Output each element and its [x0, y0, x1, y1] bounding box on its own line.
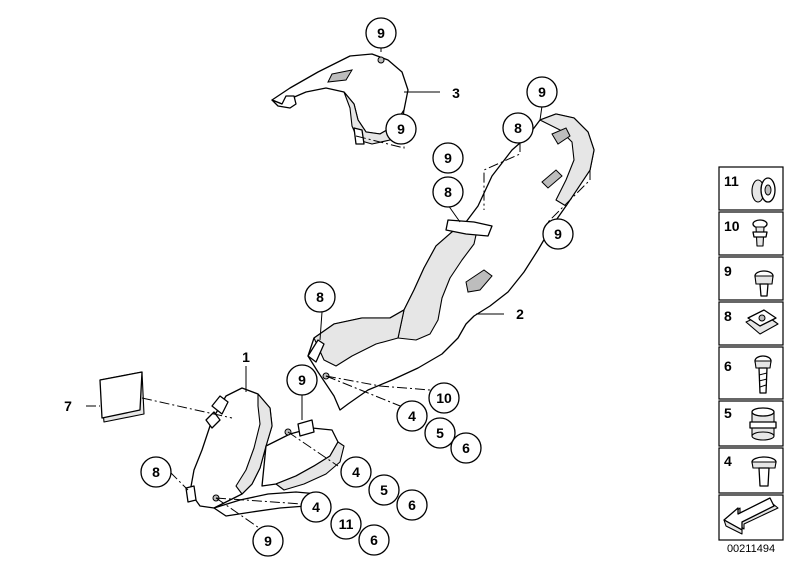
svg-text:9: 9: [554, 226, 562, 242]
callout-9: 9: [385, 113, 417, 145]
callout-8: 8: [502, 112, 534, 144]
svg-text:6: 6: [724, 358, 732, 374]
legend-item-9: 9: [718, 256, 784, 301]
svg-text:2: 2: [516, 306, 524, 322]
callout-5: 5: [368, 474, 400, 506]
rubber-bushing-icon: [749, 407, 777, 441]
callout-6: 6: [396, 489, 428, 521]
svg-text:3: 3: [452, 85, 460, 101]
callout-9: 9: [252, 525, 284, 557]
rubber-grommet-icon: [751, 177, 776, 203]
callout-8: 8: [304, 281, 336, 313]
svg-text:11: 11: [339, 516, 354, 532]
long-screw-icon: [754, 355, 772, 394]
callout-3: 3: [452, 85, 460, 101]
svg-text:6: 6: [462, 440, 470, 456]
svg-text:5: 5: [436, 425, 444, 441]
callout-9: 9: [432, 142, 464, 174]
arrow-left-icon[interactable]: [723, 497, 779, 535]
part-7-pad: [99, 371, 145, 423]
document-number: 00211494: [727, 543, 775, 555]
callout-9: 9: [526, 76, 558, 108]
legend-item-10: 10: [718, 211, 784, 256]
svg-text:9: 9: [444, 150, 452, 166]
callout-8: 8: [432, 176, 464, 208]
svg-text:11: 11: [724, 173, 739, 189]
svg-text:1: 1: [242, 349, 250, 365]
flat-washer-screw-icon: [751, 456, 777, 487]
svg-text:10: 10: [724, 218, 740, 234]
navigation-arrow-box[interactable]: [718, 494, 784, 541]
expanding-rivet-icon: [752, 219, 768, 247]
svg-text:4: 4: [312, 499, 320, 515]
legend-item-5: 5: [718, 400, 784, 447]
svg-text:8: 8: [724, 308, 732, 324]
svg-text:8: 8: [316, 289, 324, 305]
svg-text:6: 6: [408, 497, 416, 513]
leader-lines: [86, 46, 591, 531]
callout-10: 10: [428, 382, 460, 414]
parts-legend: 11 10 9: [718, 166, 784, 555]
svg-text:5: 5: [380, 482, 388, 498]
callout-1: 1: [242, 349, 250, 365]
callout-11: 11: [330, 508, 362, 540]
callout-9: 9: [286, 364, 318, 396]
svg-text:10: 10: [436, 390, 452, 406]
svg-text:9: 9: [298, 372, 306, 388]
svg-text:9: 9: [538, 84, 546, 100]
svg-text:9: 9: [397, 121, 405, 137]
svg-text:8: 8: [514, 120, 522, 136]
svg-text:9: 9: [724, 263, 732, 279]
part-1-lower-panel: [185, 387, 345, 517]
svg-text:8: 8: [152, 464, 160, 480]
legend-item-4: 4: [718, 447, 784, 494]
callout-8: 8: [140, 456, 172, 488]
svg-text:9: 9: [264, 533, 272, 549]
callout-9: 9: [365, 17, 397, 49]
part-2-side-panel: [307, 113, 595, 411]
svg-text:4: 4: [408, 408, 416, 424]
svg-text:5: 5: [724, 405, 732, 421]
svg-text:7: 7: [64, 398, 72, 414]
svg-text:6: 6: [370, 532, 378, 548]
callout-5: 5: [424, 417, 456, 449]
callout-6: 6: [450, 432, 482, 464]
svg-text:4: 4: [724, 453, 732, 469]
callout-4: 4: [300, 491, 332, 523]
callout-4: 4: [340, 456, 372, 488]
svg-text:8: 8: [444, 184, 452, 200]
callout-9: 9: [542, 218, 574, 250]
svg-text:4: 4: [352, 464, 360, 480]
callout-4: 4: [396, 400, 428, 432]
callout-7: 7: [64, 398, 72, 414]
clip-nut-icon: [745, 309, 779, 335]
svg-text:9: 9: [377, 25, 385, 41]
callouts: 9 3 9 9 8 9 8 9 2: [64, 17, 574, 557]
legend-item-11: 11: [718, 166, 784, 211]
callout-6: 6: [358, 524, 390, 556]
callout-2: 2: [516, 306, 524, 322]
legend-item-6: 6: [718, 346, 784, 400]
legend-item-8: 8: [718, 301, 784, 346]
oval-head-screw-icon: [754, 270, 774, 297]
